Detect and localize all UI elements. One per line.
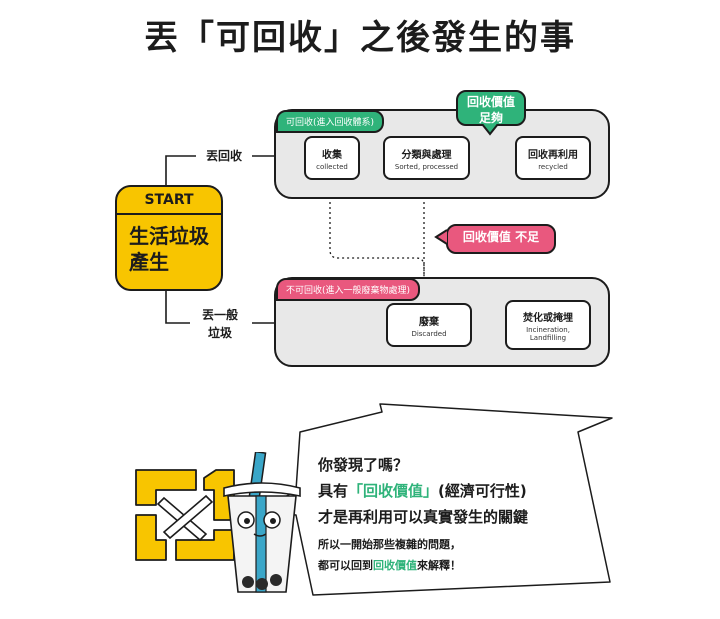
node-discarded-zh: 廢棄	[419, 316, 439, 328]
start-title-line2: 產生	[129, 250, 169, 274]
bubble-line5-post: 來解釋！	[417, 559, 461, 572]
node-incineration-en-line1: Incineration,	[526, 325, 570, 334]
value-sufficient-pointer	[481, 124, 499, 136]
node-collected-zh: 收集	[322, 149, 342, 161]
bubble-line5-pre: 都可以回到	[318, 559, 373, 572]
bubble-line3: 才是再利用可以真實發生的關鍵	[318, 508, 529, 526]
bubble-line5-highlight: 回收價值	[373, 559, 417, 572]
recycle-icon	[135, 469, 235, 561]
bubble-line5: 都可以回到回收價值來解釋！	[318, 556, 528, 576]
start-title-line1: 生活垃圾	[129, 224, 209, 248]
start-to-general-line	[165, 288, 190, 324]
bubble-line2: 具有「回收價值」(經濟可行性)	[318, 478, 528, 504]
node-discarded: 廢棄 Discarded	[386, 303, 472, 347]
node-recycled-en: recycled	[538, 162, 568, 171]
general-side-label-line2: 垃圾	[207, 326, 232, 340]
recycle-side-label: 丟回收	[205, 149, 242, 163]
bubble-line4: 所以一開始那些複雜的問題，	[318, 538, 461, 551]
node-incineration: 焚化或掩埋 Incineration, Landfilling	[505, 300, 591, 350]
general-panel-tag: 不可回收(進入一般廢棄物處理)	[276, 278, 421, 301]
node-recycled-zh: 回收再利用	[528, 149, 578, 161]
node-collected-en: collected	[316, 162, 348, 171]
start-label: START	[117, 187, 221, 215]
value-sufficient-line1: 回收價值	[466, 95, 515, 109]
start-to-recycle-line	[165, 155, 196, 186]
node-incineration-zh: 焚化或掩埋	[523, 312, 573, 324]
general-side-label: 丟一般 垃圾	[190, 306, 250, 342]
bubble-line1: 你發現了嗎？	[318, 456, 409, 474]
start-box: START 生活垃圾 產生	[115, 185, 223, 291]
bubble-line2-post: (經濟可行性)	[438, 482, 527, 500]
start-title: 生活垃圾 產生	[129, 223, 209, 275]
bubble-tea-mascot-icon	[223, 452, 301, 593]
value-sufficient-line2: 足夠	[478, 111, 503, 125]
node-collected: 收集 collected	[304, 136, 360, 180]
general-side-label-line1: 丟一般	[201, 308, 238, 322]
node-incineration-en-line2: Landfilling	[529, 333, 567, 342]
bubble-text: 你發現了嗎？ 具有「回收價值」(經濟可行性) 才是再利用可以真實發生的關鍵 所以…	[318, 452, 528, 576]
value-sufficient-callout: 回收價值 足夠	[456, 90, 526, 126]
node-sorted-en: Sorted, processed	[394, 162, 459, 171]
node-sorted-zh: 分類與處理	[401, 149, 452, 161]
node-discarded-en: Discarded	[411, 329, 447, 338]
node-sorted: 分類與處理 Sorted, processed	[383, 136, 470, 180]
recycle-panel-tag: 可回收(進入回收體系)	[276, 110, 385, 133]
collected-dotted-path	[329, 177, 424, 298]
page-title: 丟「可回收」之後發生的事	[144, 18, 576, 58]
bubble-line2-pre: 具有	[318, 482, 349, 500]
bubble-line2-highlight: 「回收價值」	[348, 482, 439, 500]
value-insufficient-pointer	[434, 229, 448, 245]
node-recycled: 回收再利用 recycled	[515, 136, 591, 180]
value-insufficient-callout: 回收價值 不足	[446, 224, 556, 254]
